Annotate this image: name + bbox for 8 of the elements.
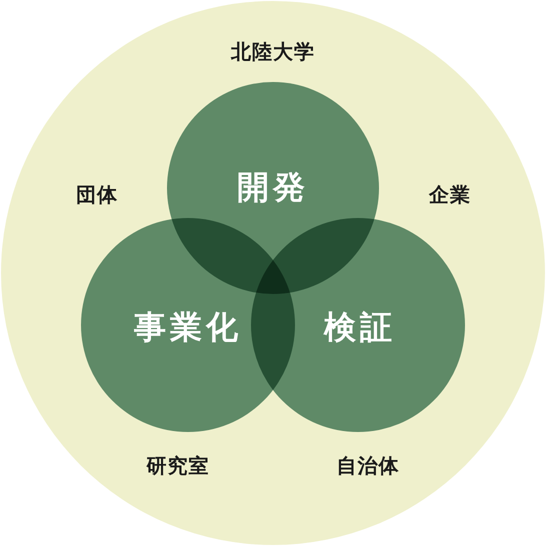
heading-label: 北陸大学 bbox=[231, 38, 315, 66]
group-label: 団体 bbox=[76, 182, 118, 208]
circle-label: 検証 bbox=[324, 307, 396, 348]
group-label: 研究室 bbox=[146, 452, 210, 480]
circle-label: 事業化 bbox=[134, 307, 242, 348]
circle-label: 開発 bbox=[237, 167, 309, 208]
group-label: 自治体 bbox=[336, 452, 400, 480]
group-label: 企業 bbox=[429, 182, 471, 208]
